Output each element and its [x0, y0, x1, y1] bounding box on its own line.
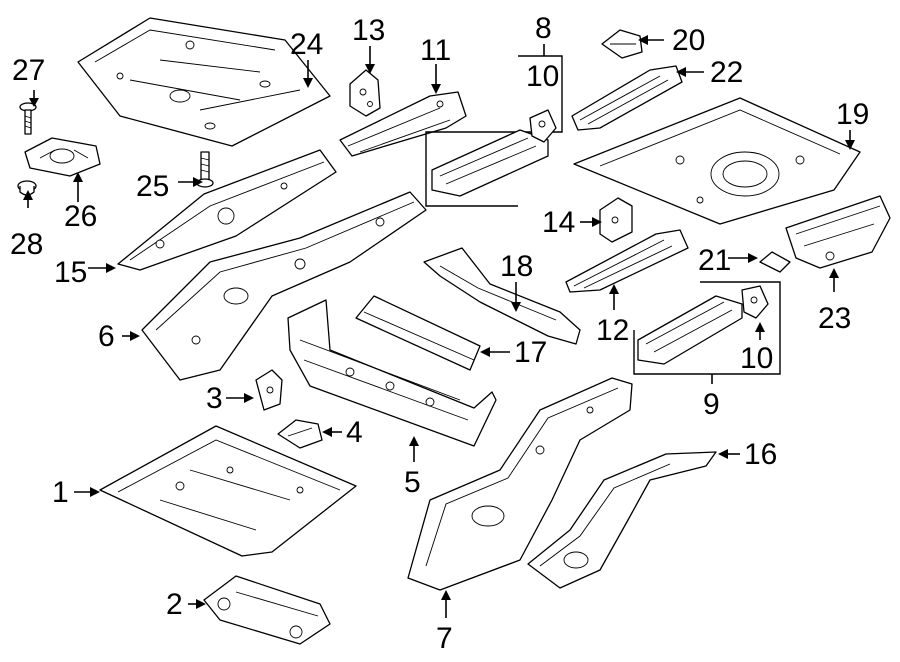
callout-24: 24 [290, 28, 323, 61]
callout-2: 2 [166, 588, 183, 621]
part-27-bolt [19, 102, 37, 135]
part-6-side-member [141, 191, 427, 381]
callout-8: 8 [535, 12, 552, 45]
callout-7: 7 [436, 622, 453, 655]
part-3-bracket [255, 369, 283, 411]
part-24-floor-pan [77, 17, 331, 147]
group-8 [425, 55, 563, 207]
callout-19: 19 [836, 98, 869, 131]
callout-1: 1 [52, 476, 69, 509]
callout-labels: 27 26 28 25 24 13 11 8 10 20 22 19 15 6 … [10, 12, 869, 655]
part-17-cross-member [355, 295, 481, 371]
callout-10-bottom: 10 [740, 342, 773, 375]
callout-25: 25 [136, 170, 169, 203]
part-20-bracket [601, 29, 643, 59]
callout-20: 20 [672, 24, 705, 57]
callout-23: 23 [818, 302, 851, 335]
callout-18: 18 [500, 250, 533, 283]
callout-3: 3 [206, 382, 223, 415]
leader-lines [23, 35, 855, 618]
part-11-rail [339, 91, 467, 157]
callout-12: 12 [596, 314, 629, 347]
callout-21: 21 [698, 244, 731, 277]
part-22-rail [571, 65, 683, 131]
callout-14: 14 [542, 206, 575, 239]
callout-16: 16 [744, 438, 777, 471]
group-9 [633, 281, 781, 375]
part-18-cross-member [423, 247, 581, 345]
part-21-clip [759, 251, 791, 273]
part-16-wheelhouse [527, 451, 717, 589]
callout-9: 9 [703, 388, 720, 421]
callout-28: 28 [10, 228, 43, 261]
callout-17: 17 [514, 336, 547, 369]
callout-10-top: 10 [526, 60, 559, 93]
part-28-clip [17, 180, 37, 196]
callout-13: 13 [352, 14, 385, 47]
part-1-front-floor [99, 425, 357, 557]
part-7-quarter-inner [407, 377, 633, 591]
callout-5: 5 [404, 466, 421, 499]
part-13-bracket [349, 69, 381, 117]
part-5-rear-panel [287, 299, 497, 447]
part-19-rear-floor [573, 97, 861, 225]
callout-26: 26 [64, 200, 97, 233]
callout-15: 15 [54, 256, 87, 289]
part-14-bracket [599, 197, 633, 243]
callout-6: 6 [98, 320, 115, 353]
callout-4: 4 [346, 416, 363, 449]
part-15-rail [117, 149, 337, 271]
part-26-bracket [24, 137, 101, 177]
part-4-bracket [277, 419, 323, 449]
callout-11: 11 [420, 34, 451, 67]
part-2-bracket [203, 575, 331, 645]
part-23-bracket [785, 195, 891, 269]
part-12-rail [565, 229, 689, 293]
callout-22: 22 [710, 56, 743, 89]
callout-27: 27 [12, 54, 45, 87]
